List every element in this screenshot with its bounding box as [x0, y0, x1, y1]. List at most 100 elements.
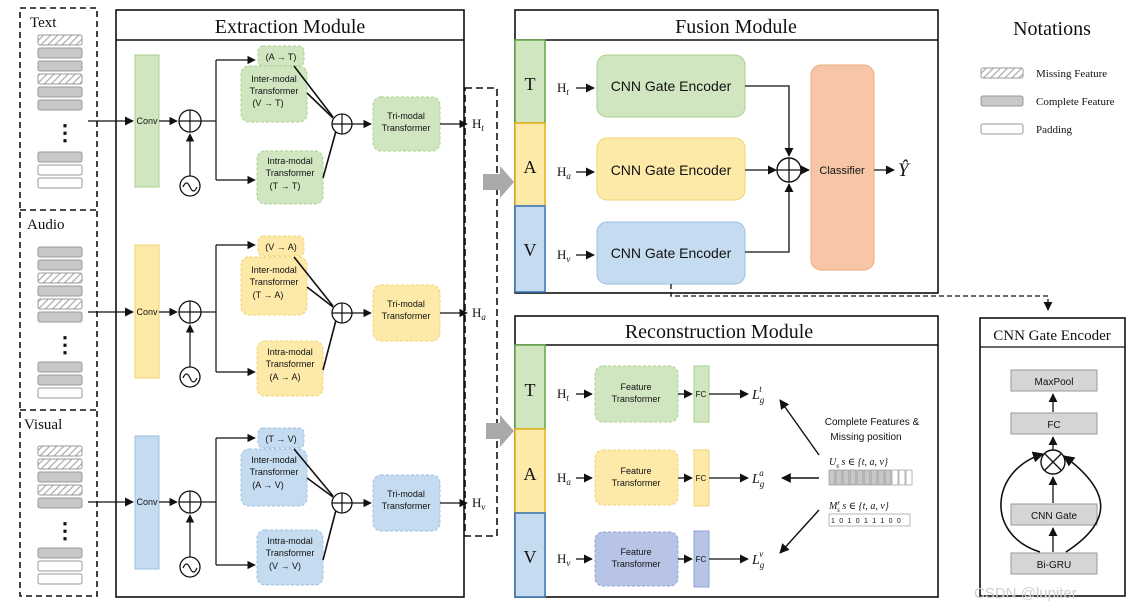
audio-input-label: Audio: [27, 217, 65, 233]
mask-bits: 1 0 1 0 1 1 1 0 0: [831, 518, 902, 525]
visual-intra-l3: (V → V): [269, 561, 301, 571]
audio-tri-modal-transformer: [372, 284, 441, 342]
cnn-gate-encoder-panel: CNN Gate Encoder MaxPool FC CNN Gate Bi-…: [979, 317, 1126, 597]
cnn-gate-block: [1010, 503, 1098, 526]
missing-position-label: Missing position: [830, 432, 901, 443]
fc-a-label: FC: [696, 474, 707, 483]
ft-t-l1: Feature: [620, 382, 651, 392]
padding-swatch: [980, 123, 1024, 135]
visual-extraction-branch: Conv (T → V) Inter-modal Transformer (A …: [134, 427, 468, 586]
text-tri-l1: Tri-modal: [387, 111, 425, 121]
complete-feature-strip: [828, 469, 913, 486]
missing-feature-label: Missing Feature: [1036, 68, 1107, 80]
text-conv-label: Conv: [136, 116, 158, 126]
audio-intra-l2: Transformer: [266, 359, 315, 369]
fusion-encoder-v-label: CNN Gate Encoder: [611, 245, 732, 261]
fusion-tab-v: [514, 205, 546, 293]
fc-t-label: FC: [696, 390, 707, 399]
hidden-features-column: Ht Ha Hv: [464, 87, 498, 537]
reconstruction-title: Reconstruction Module: [625, 321, 813, 343]
mask-strip: 1 0 1 0 1 1 1 0 0: [828, 513, 911, 527]
visual-intra-l2: Transformer: [266, 548, 315, 558]
visual-tri-l1: Tri-modal: [387, 489, 425, 499]
text-tri-l2: Transformer: [382, 123, 431, 133]
hv-label: Hv: [472, 495, 485, 512]
fusion-tab-t-label: T: [525, 74, 536, 94]
complete-features-label: Complete Features &: [825, 417, 920, 428]
input-column: Text Audio Visual ⋮ ⋮: [19, 7, 134, 597]
complete-feature-label: Complete Feature: [1036, 96, 1115, 108]
visual-inter-l1: Inter-modal: [251, 455, 297, 465]
text-feature-stack: ⋮: [37, 34, 83, 189]
cnn-gate-label: CNN Gate: [1031, 511, 1078, 522]
recon-feature-transformer-v: [594, 531, 679, 587]
gray-flow-arrows: [483, 166, 514, 447]
audio-extraction-branch: Conv (V → A) Inter-modal Transformer (T …: [134, 235, 468, 397]
recon-tab-a: [514, 428, 546, 514]
fusion-encoder-t-label: CNN Gate Encoder: [611, 78, 732, 94]
recon-hv: Hv: [557, 551, 570, 568]
visual-inter-l3: (A → V): [252, 480, 284, 490]
classifier-label: Classifier: [819, 165, 865, 177]
text-inter-l3: (V → T): [252, 98, 283, 108]
audio-tri-l1: Tri-modal: [387, 299, 425, 309]
audio-tri-l2: Transformer: [382, 311, 431, 321]
visual-intra-l1: Intra-modal: [267, 536, 313, 546]
text-cross-label: (A → T): [266, 52, 297, 62]
audio-conv-label: Conv: [136, 307, 158, 317]
ht-label: Ht: [472, 116, 484, 133]
fusion-encoder-a: [596, 137, 746, 201]
notations-legend: Notations Missing Feature Complete Featu…: [980, 18, 1115, 136]
prediction-output: Ŷ: [898, 159, 911, 181]
extraction-title: Extraction Module: [215, 16, 366, 38]
audio-feature-stack: ⋮: [37, 246, 83, 399]
text-inter-l2: Transformer: [250, 86, 299, 96]
classifier-block: [810, 64, 875, 271]
recon-tab-a-label: A: [524, 464, 537, 484]
audio-cross-label: (V → A): [265, 242, 297, 252]
visual-conv-label: Conv: [136, 497, 158, 507]
loss-v: Lgv: [751, 549, 765, 570]
fc-v-label: FC: [696, 555, 707, 564]
audio-inter-l2: Transformer: [250, 277, 299, 287]
notations-title: Notations: [1013, 18, 1091, 40]
audio-inter-modal-transformer: [240, 256, 308, 316]
fusion-tab-v-label: V: [524, 240, 537, 260]
text-extraction-branch: Conv (A → T) Inter-modal Transformer (V …: [134, 45, 468, 205]
recon-feature-transformer-a: [594, 449, 679, 506]
text-inter-l1: Inter-modal: [251, 74, 297, 84]
fusion-encoder-a-label: CNN Gate Encoder: [611, 162, 732, 178]
audio-inter-l1: Inter-modal: [251, 265, 297, 275]
ft-a-l2: Transformer: [612, 478, 661, 488]
ft-a-l1: Feature: [620, 466, 651, 476]
u-set-label: Us s ∈ {t, a, v}: [829, 457, 888, 470]
ft-t-l2: Transformer: [612, 394, 661, 404]
complete-feature-swatch: [980, 95, 1024, 107]
recon-tab-v: [514, 512, 546, 598]
text-intra-l1: Intra-modal: [267, 156, 313, 166]
audio-inter-l3: (T → A): [253, 290, 284, 300]
visual-input-label: Visual: [24, 417, 62, 433]
fusion-module: Fusion Module T A V Ht Ha Hv CNN Gate En…: [514, 9, 939, 294]
visual-tri-modal-transformer: [372, 474, 441, 532]
visual-inter-l2: Transformer: [250, 467, 299, 477]
extraction-module: Extraction Module Conv (A → T) Inter-mod…: [115, 9, 468, 598]
cnn-gate-encoder-title: CNN Gate Encoder: [993, 328, 1110, 344]
loss-t: Lgt: [751, 384, 765, 405]
bigru-block: [1010, 552, 1098, 575]
text-input-label: Text: [30, 15, 57, 31]
fusion-ha: Ha: [557, 164, 571, 181]
bigru-label: Bi-GRU: [1037, 560, 1071, 571]
fusion-title: Fusion Module: [675, 16, 797, 38]
missing-feature-swatch: [980, 67, 1024, 79]
text-intra-l2: Transformer: [266, 168, 315, 178]
recon-feature-transformer-t: [594, 365, 679, 423]
ft-v-l1: Feature: [620, 547, 651, 557]
fusion-tab-a-label: A: [524, 157, 537, 177]
audio-intra-l3: (A → A): [269, 372, 300, 382]
padding-label: Padding: [1036, 124, 1073, 136]
fusion-tab-t: [514, 39, 546, 124]
recon-tab-v-label: V: [524, 547, 537, 567]
visual-ellipsis: ⋮: [54, 518, 76, 543]
